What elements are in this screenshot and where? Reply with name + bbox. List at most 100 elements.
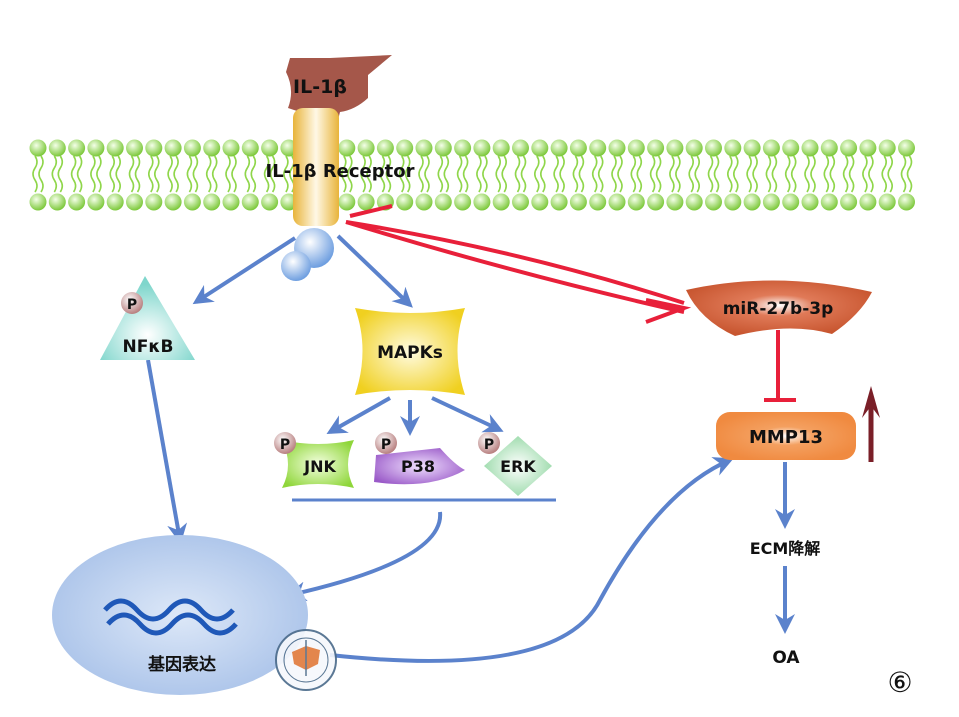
p38-node: P38 P — [374, 432, 465, 485]
lipid-head — [261, 193, 279, 211]
lipid-head — [126, 139, 143, 157]
lipid-head — [145, 139, 163, 157]
lipid-tail — [263, 155, 276, 193]
lipid-tail — [398, 155, 411, 193]
lipid-tail — [437, 155, 450, 193]
oa-label: OA — [772, 648, 800, 668]
lipid-head — [782, 139, 800, 157]
lipid-head — [68, 139, 86, 157]
mmp13-node: MMP13 — [716, 412, 856, 460]
lipid-tail — [591, 155, 604, 193]
mirna-receptor-link — [345, 220, 685, 305]
lipid-head — [164, 139, 182, 157]
lipid-head — [222, 193, 240, 211]
lipid-tail — [688, 155, 700, 193]
lipid-head — [608, 193, 626, 211]
arrow-mapks-jnk — [326, 396, 391, 434]
lipid-tail — [456, 155, 469, 193]
arrow-mapks-erk — [431, 396, 504, 433]
lipid-head — [743, 193, 761, 211]
lipid-head — [801, 139, 819, 157]
lipid-head — [762, 139, 780, 157]
lipid-head — [705, 139, 722, 157]
chinese-medical-association-logo — [275, 629, 337, 691]
lipid-tail — [167, 155, 179, 193]
lipid-tail — [32, 155, 44, 193]
nucleus: 基因表达 — [52, 535, 308, 695]
lipid-tail — [862, 155, 874, 193]
lipid-tail — [649, 155, 662, 193]
upregulation-arrow-icon — [862, 386, 880, 462]
lipid-head — [801, 193, 819, 211]
lipid-tail — [765, 155, 778, 193]
ecm-degradation-label: ECM降解 — [750, 539, 821, 558]
lipid-head — [627, 193, 645, 211]
svg-text:P: P — [127, 297, 137, 313]
erk-node: ERK P — [478, 432, 552, 496]
lipid-head — [145, 193, 163, 211]
lipid-tail — [842, 155, 855, 193]
lipid-head — [48, 193, 66, 211]
lipid-head — [106, 193, 124, 211]
lipid-head — [859, 193, 877, 211]
lipid-head — [434, 139, 452, 157]
lipid-tail — [669, 155, 681, 193]
lipid-tail — [534, 155, 546, 193]
mapks-node: MAPKs — [355, 308, 465, 395]
lipid-tail — [225, 155, 237, 193]
lipid-head — [241, 193, 259, 211]
lipid-tail — [341, 155, 353, 193]
lipid-head — [492, 193, 510, 211]
lipid-tail — [900, 155, 913, 193]
lipid-tail — [360, 155, 372, 193]
lipid-head — [203, 193, 221, 211]
panel-number: ⑥ — [887, 666, 912, 699]
il1b-receptor: IL-1β Receptor — [266, 108, 415, 281]
lipid-head — [261, 139, 279, 157]
lipid-tail — [128, 155, 141, 193]
mapks-label: MAPKs — [377, 343, 443, 363]
mirna-links — [345, 204, 796, 402]
lipid-head — [898, 193, 915, 211]
arrow-receptor-mapks — [336, 234, 413, 308]
lipid-head — [840, 139, 858, 157]
lipid-head — [183, 193, 201, 211]
jnk-node: JNK P — [274, 432, 354, 488]
lipid-head — [415, 193, 433, 211]
lipid-tail — [70, 155, 83, 193]
lipid-head — [492, 139, 510, 157]
lipid-tail — [205, 155, 218, 193]
erk-label: ERK — [500, 457, 536, 476]
lipid-tail — [418, 155, 430, 193]
lipid-head — [48, 139, 66, 157]
adaptor-protein — [281, 251, 311, 281]
nfkb-node: NFκB P — [100, 276, 195, 360]
lipid-tail — [746, 155, 758, 193]
lipid-head — [724, 193, 742, 211]
lipid-head — [724, 139, 742, 157]
lipid-head — [743, 139, 761, 157]
lipid-tail — [727, 155, 739, 193]
arrow-nucleus-mmp13 — [329, 457, 734, 663]
dna-strand — [103, 598, 235, 622]
lipid-head — [878, 139, 896, 157]
lipid-tail — [495, 155, 507, 193]
lipid-head — [29, 193, 47, 211]
il1b-label: IL-1β — [293, 76, 347, 98]
lipid-head — [376, 139, 394, 157]
lipid-head — [415, 139, 433, 157]
mmp13-label: MMP13 — [749, 427, 823, 448]
lipid-head — [434, 193, 452, 211]
phospho-badge — [274, 432, 296, 454]
lipid-head — [569, 139, 587, 157]
lipid-head — [685, 193, 703, 211]
lipid-head — [241, 139, 259, 157]
lipid-head — [705, 193, 722, 211]
lipid-tail — [379, 155, 392, 193]
svg-text:P: P — [381, 437, 391, 453]
lipid-head — [473, 139, 491, 157]
lipid-tail — [804, 155, 816, 193]
lipid-head — [550, 139, 568, 157]
lipid-head — [396, 193, 414, 211]
